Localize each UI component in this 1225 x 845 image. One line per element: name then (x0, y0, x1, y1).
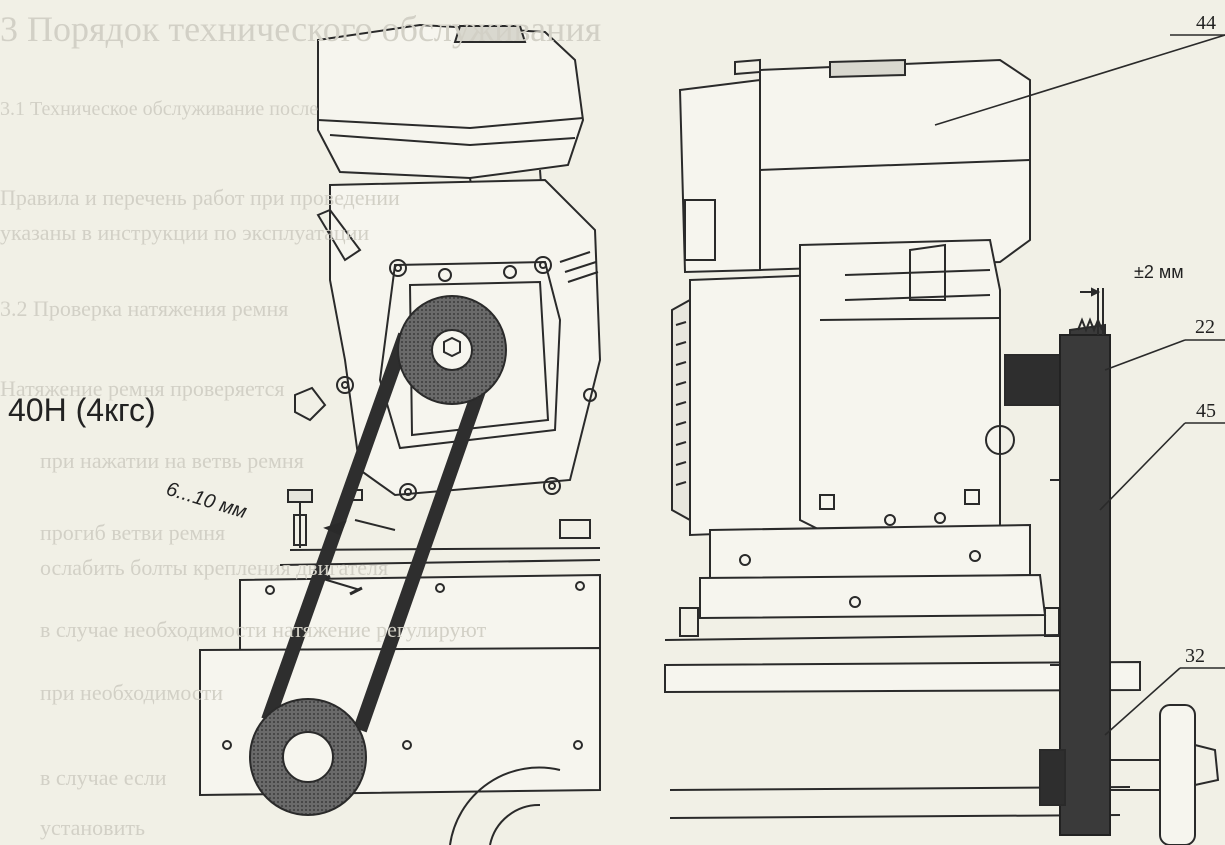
callout-22: 22 (1195, 316, 1215, 338)
belt-right (1059, 334, 1111, 836)
left-engine-view (199, 23, 602, 845)
callout-44: 44 (1196, 12, 1216, 34)
leader-32 (1104, 667, 1181, 736)
leader-44 (934, 34, 1225, 126)
air-filter-right (678, 58, 1031, 274)
faded-line-3: указаны в инструкции по эксплуатации (0, 220, 370, 245)
driven-pulley-left (249, 698, 367, 816)
faded-line-10: установить (40, 815, 145, 840)
callout-leaders (934, 34, 1225, 736)
faded-line-9: в случае необходимости натяжение регулир… (40, 617, 487, 642)
faded-line-6: при нажатии на ветвь ремня (40, 448, 304, 473)
faded-heading: 3 Порядок технического обслуживания (0, 9, 602, 49)
alignment-tolerance-label: ±2 мм (1134, 262, 1184, 282)
callout-45: 45 (1196, 400, 1216, 422)
wheel-left (449, 766, 561, 845)
faded-line-4: 3.2 Проверка натяжения ремня (0, 296, 289, 321)
right-engine-view (664, 58, 1220, 845)
driven-pulley-right (1039, 749, 1066, 806)
faded-line-8: ослабить болты крепления двигателя (40, 555, 389, 580)
faded-line-5: Натяжение ремня проверяется (0, 376, 285, 401)
leader-45 (1099, 422, 1186, 511)
callout-32: 32 (1185, 645, 1205, 667)
faded-line-11: при необходимости (40, 680, 224, 705)
faded-line-1: 3.1 Техническое обслуживание после (0, 98, 319, 120)
fuel-tank-left (317, 23, 585, 241)
faded-line-7: прогиб ветви ремня (40, 520, 226, 545)
belt-force-label: 40Н (4кгс) (8, 392, 156, 428)
faded-line-12: в случае если (40, 765, 167, 790)
leader-22 (1104, 339, 1186, 371)
wheel-right (1104, 704, 1220, 845)
faded-line-2: Правила и перечень работ при проведении (0, 185, 400, 210)
frame-right (664, 479, 1141, 819)
engine-pulley-left (397, 295, 507, 405)
engine-housing-right (671, 238, 1015, 537)
alignment-tolerance-marker (1080, 287, 1104, 335)
deflection-marker (323, 520, 347, 536)
